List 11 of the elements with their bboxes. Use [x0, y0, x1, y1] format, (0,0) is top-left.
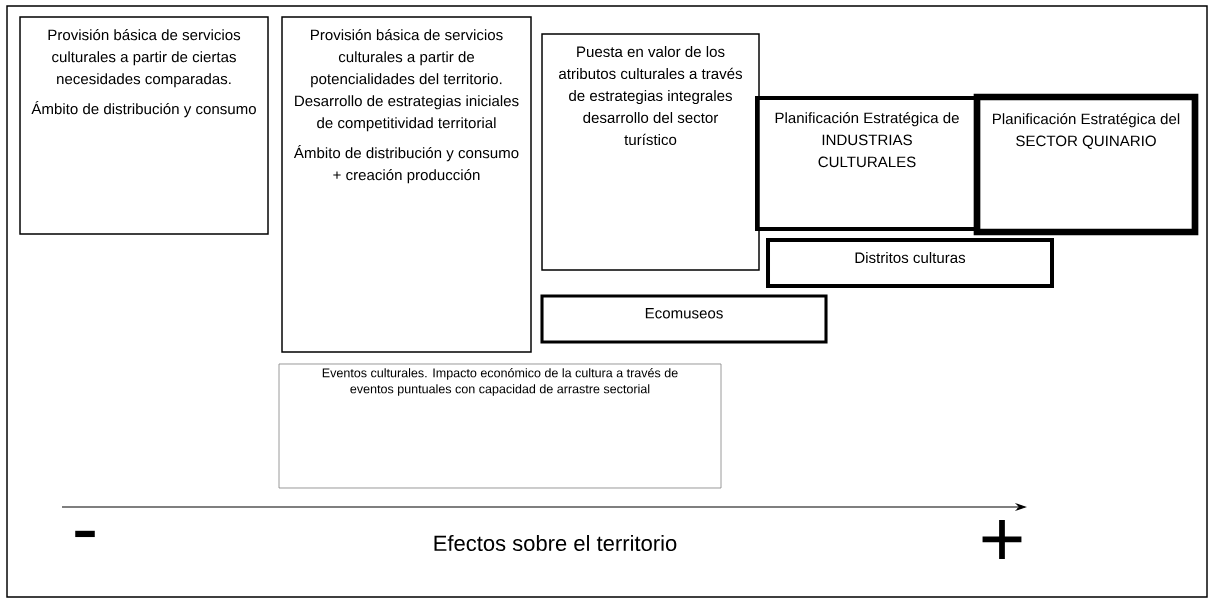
text-box: Eventos culturales. Impacto económico de la cultura a través de eventos puntuales con capacidad de arrastre sectorial: [278, 363, 722, 489]
text-box: Planificación Estratégica del SECTOR QUINARIO: [973, 93, 1199, 236]
text-box: Provisión básica de servicios culturales a partir de ciertas necesidades comparadas. Ámbito de distribución y consumo: [19, 16, 269, 235]
minus-sign: -: [75, 530, 95, 538]
plus-sign: +: [982, 519, 1022, 560]
text-box: Ecomuseos: [540, 294, 828, 344]
text-box: Distritos culturas: [766, 238, 1054, 288]
text-box: Planificación Estratégica de INDUSTRIAS CULTURALES: [755, 96, 979, 231]
text-box: Puesta en valor de los atributos culturales a través de estrategias integrales desarrollo del sector turístico: [541, 33, 760, 271]
text-box: Provisión básica de servicios culturales a partir de potencialidades del territorio. Desarrollo de estrategias iniciales de competitividad territorial Ámbito de distribución y consumo + creación producción: [281, 16, 532, 353]
axis-label: Efectos sobre el territorio: [434, 534, 677, 552]
